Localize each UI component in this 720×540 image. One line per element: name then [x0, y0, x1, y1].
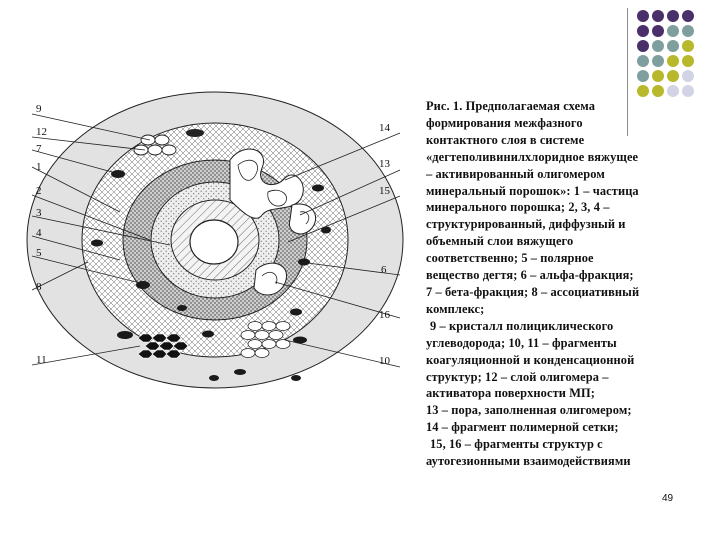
decorative-dot [637, 10, 649, 22]
caption-line: углеводорода; 10, 11 – фрагменты [426, 335, 617, 350]
decorative-dot [667, 85, 679, 97]
decorative-dot [637, 25, 649, 37]
caption-line: контактного слоя в системе [426, 132, 585, 147]
labels-left: 9 12 7 1 2 3 4 5 8 11 [36, 103, 47, 366]
decorative-dot [637, 40, 649, 52]
coagulation-structure-fragment [240, 321, 291, 358]
decorative-dot [667, 55, 679, 67]
caption-line: аутогезионными взаимодействиями [426, 454, 631, 469]
caption-line: вещество дегтя; 6 – альфа-фракция; [426, 268, 634, 283]
label-8: 8 [36, 281, 42, 293]
decorative-dot [682, 55, 694, 67]
caption-line: объемный слои вяжущего [426, 234, 574, 249]
decorative-dot [682, 25, 694, 37]
label-16: 16 [379, 309, 391, 321]
decorative-dot [637, 55, 649, 67]
crystal-9 [186, 129, 204, 137]
labels-right: 14 13 15 6 16 10 [379, 122, 391, 367]
decorative-dot [682, 70, 694, 82]
caption-line: – активированный олигомером [426, 166, 605, 181]
decorative-dot [667, 70, 679, 82]
decorative-dot [652, 25, 664, 37]
decorative-dot [652, 85, 664, 97]
decorative-vertical-line [627, 8, 628, 136]
caption-line: 15, 16 – фрагменты структур с [430, 437, 603, 452]
caption-line: коагуляционной и конденсационной [426, 352, 635, 367]
page-number: 49 [662, 493, 674, 504]
label-5: 5 [36, 247, 42, 259]
decorative-dot [682, 10, 694, 22]
label-7: 7 [36, 143, 42, 155]
decorative-dot [667, 25, 679, 37]
mineral-particle [189, 219, 239, 265]
decorative-dot [667, 10, 679, 22]
caption-line: 7 – бета-фракция; 8 – ассоциативный [426, 284, 640, 299]
label-11: 11 [36, 354, 47, 366]
polar-substance-marks [91, 170, 331, 381]
decorative-dot [682, 40, 694, 52]
label-4: 4 [36, 227, 42, 239]
label-2: 2 [36, 185, 42, 197]
caption-line: структур; 12 – слой олигомера – [426, 369, 609, 384]
caption-line: 9 – кристалл полициклического [430, 318, 614, 333]
autohesion-fragment [253, 262, 287, 296]
caption-line: активатора поверхности МП; [426, 386, 595, 401]
decorative-dot [637, 85, 649, 97]
caption-line: «дегтеполивинилхлоридное вяжущее [426, 149, 639, 164]
label-12: 12 [36, 126, 47, 138]
figure-caption: Рис. 1. Предполагаемая схема формировани… [426, 98, 684, 470]
hexagon-cluster-12 [133, 134, 177, 156]
decorative-dot [652, 10, 664, 22]
decorative-dot [682, 85, 694, 97]
label-1: 1 [36, 161, 42, 173]
caption-line: комплекс; [426, 301, 485, 316]
label-3: 3 [36, 207, 42, 219]
caption-line: Рис. 1. Предполагаемая схема [426, 99, 595, 113]
decorative-dot [637, 70, 649, 82]
decorative-dot [652, 70, 664, 82]
label-6: 6 [381, 264, 387, 276]
label-15: 15 [379, 185, 391, 197]
caption-line: минеральный порошок»: 1 – частица [426, 183, 639, 198]
condensation-structure-fragment [137, 333, 189, 359]
caption-line: соответственно; 5 – полярное [426, 251, 594, 266]
label-14: 14 [379, 122, 391, 134]
decorative-dot [652, 40, 664, 52]
caption-line: минерального порошка; 2, 3, 4 – [426, 200, 610, 215]
label-10: 10 [379, 355, 391, 367]
leader-lines [31, 113, 401, 368]
caption-line: 14 – фрагмент полимерной сетки; [426, 420, 619, 435]
caption-line: 13 – пора, заполненная олигомером; [426, 403, 632, 418]
decorative-dot [652, 55, 664, 67]
caption-line: формирования межфазного [426, 115, 583, 130]
label-9: 9 [36, 103, 42, 115]
label-13: 13 [379, 158, 391, 170]
decorative-dot [667, 40, 679, 52]
pore-fragment [288, 203, 317, 235]
polymer-network-fragment [229, 148, 304, 219]
caption-line: структурированный, диффузный и [426, 217, 626, 232]
